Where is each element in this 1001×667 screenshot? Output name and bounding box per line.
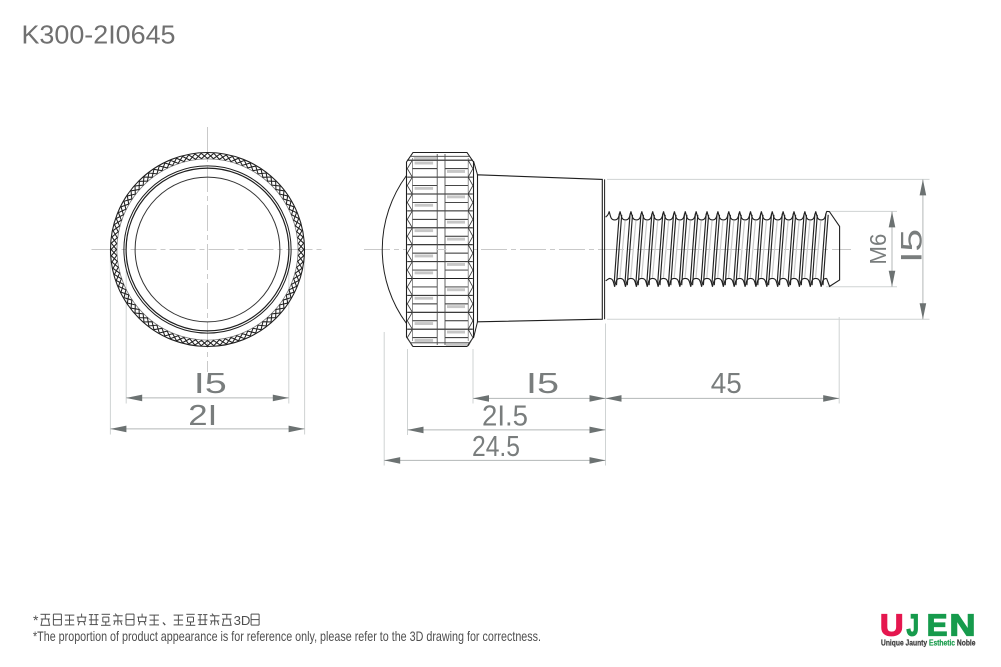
svg-text:E: E — [927, 608, 948, 643]
svg-text:U: U — [880, 608, 904, 643]
svg-text:*The proportion of product app: *The proportion of product appearance is… — [33, 629, 541, 644]
svg-text:3D: 3D — [234, 613, 251, 628]
svg-text:N: N — [950, 608, 976, 643]
svg-text:45: 45 — [711, 368, 742, 400]
svg-text:24.5: 24.5 — [472, 431, 520, 463]
svg-text:I5: I5 — [896, 229, 929, 263]
svg-text:I5: I5 — [526, 368, 559, 400]
svg-text:2I: 2I — [188, 400, 217, 432]
svg-text:K300-2I0645: K300-2I0645 — [22, 21, 176, 49]
svg-text:M6: M6 — [865, 234, 891, 265]
svg-text:J: J — [907, 608, 920, 643]
svg-text:*: * — [33, 612, 39, 628]
svg-text:Unique Jaunty Esthetic Noble: Unique Jaunty Esthetic Noble — [881, 638, 976, 647]
svg-text:2I.5: 2I.5 — [482, 401, 528, 433]
svg-text:I5: I5 — [194, 368, 227, 400]
